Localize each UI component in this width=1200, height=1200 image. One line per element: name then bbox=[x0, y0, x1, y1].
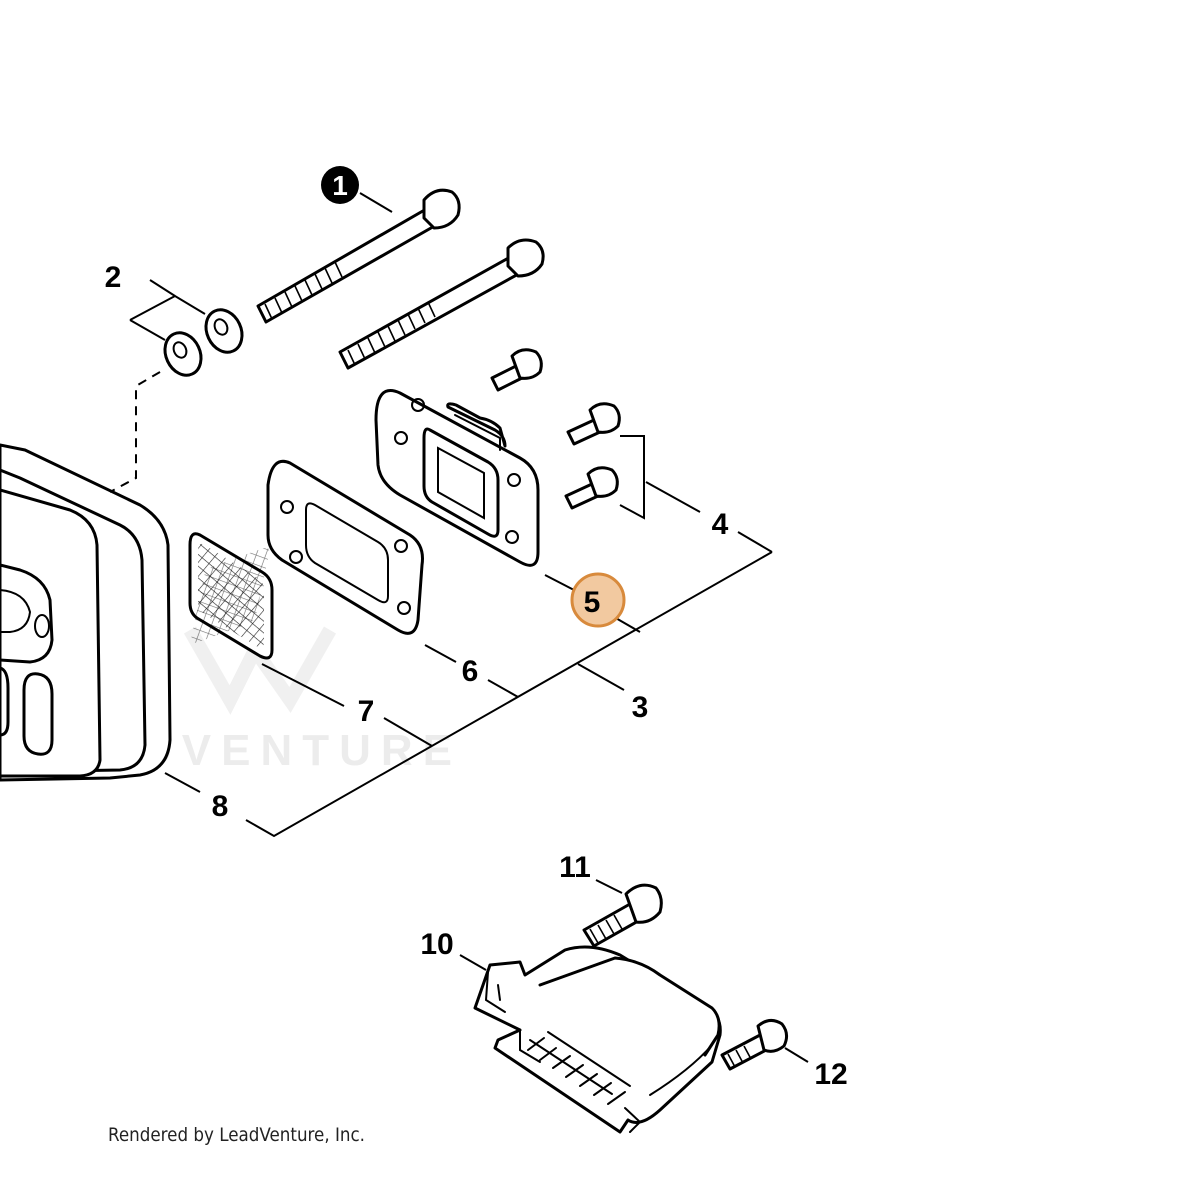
callout-12[interactable]: 12 bbox=[814, 1058, 847, 1091]
svg-text:5: 5 bbox=[584, 586, 601, 619]
callout-6[interactable]: 6 bbox=[462, 655, 479, 688]
render-credit: Rendered by LeadVenture, Inc. bbox=[108, 1124, 366, 1146]
callout-10[interactable]: 10 bbox=[420, 928, 453, 961]
screw-flange[interactable] bbox=[490, 348, 543, 392]
washer-upper[interactable] bbox=[199, 304, 248, 358]
callout-11[interactable]: 11 bbox=[559, 851, 591, 884]
muffler-body[interactable] bbox=[0, 443, 172, 782]
callout-1[interactable]: 1 bbox=[321, 166, 359, 204]
cover-screw-upper[interactable] bbox=[582, 883, 663, 948]
cover-screw-lower[interactable] bbox=[720, 1019, 789, 1071]
screw-upper[interactable] bbox=[566, 402, 621, 446]
svg-text:1: 1 bbox=[332, 170, 348, 201]
callout-3[interactable]: 3 bbox=[632, 691, 649, 724]
callout-4[interactable]: 4 bbox=[712, 508, 729, 541]
long-bolt-upper[interactable] bbox=[256, 188, 461, 324]
spark-arrestor-screen[interactable] bbox=[171, 532, 291, 660]
washer-lower[interactable] bbox=[158, 327, 207, 381]
gasket[interactable] bbox=[266, 459, 424, 635]
long-bolt-lower[interactable] bbox=[338, 238, 545, 370]
callout-5-highlighted[interactable]: 5 bbox=[570, 572, 626, 628]
callout-8[interactable]: 8 bbox=[212, 790, 229, 823]
callout-7[interactable]: 7 bbox=[358, 695, 375, 728]
leader-lines bbox=[109, 192, 809, 1063]
callout-2[interactable]: 2 bbox=[105, 261, 122, 294]
muffler-cover[interactable] bbox=[473, 945, 722, 1134]
exhaust-flange[interactable] bbox=[374, 389, 540, 567]
screw-lower[interactable] bbox=[564, 466, 619, 510]
